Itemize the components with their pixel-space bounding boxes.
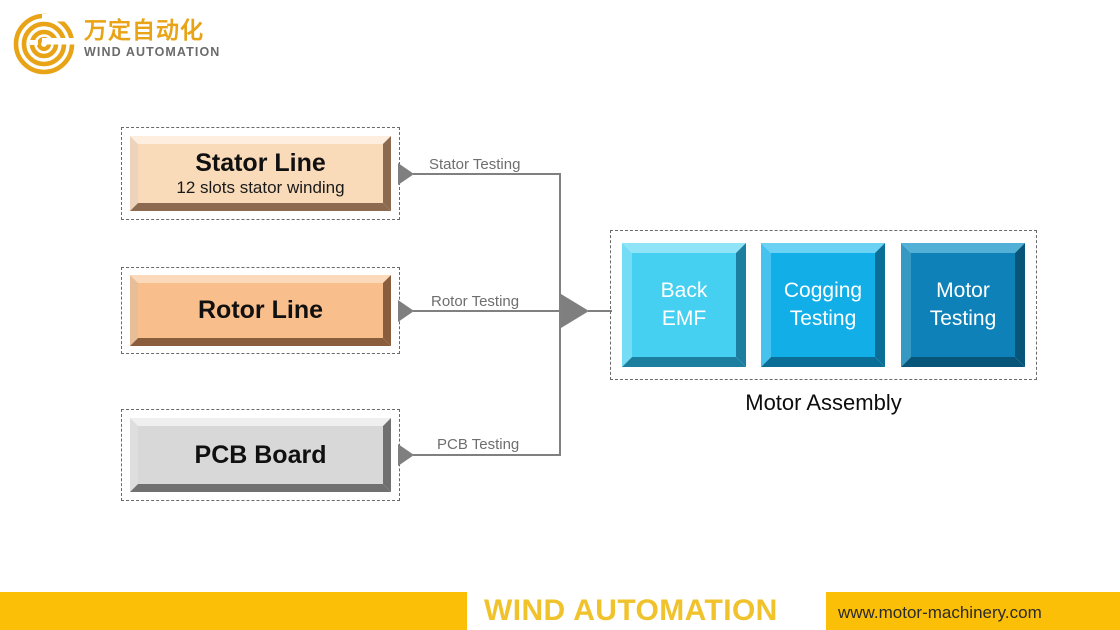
footer-url[interactable]: www.motor-machinery.com (838, 603, 1042, 622)
box-back-emf-line2: EMF (661, 307, 707, 330)
box-cogging-testing[interactable]: Cogging Testing (761, 243, 885, 367)
box-cogging-testing-line2: Testing (789, 307, 857, 330)
bus-stator-down (559, 173, 561, 311)
box-motor-testing-line1: Motor (936, 279, 990, 303)
bus-pcb-up (559, 310, 561, 456)
label-pcb-testing: PCB Testing (434, 436, 523, 453)
concentric-circles-spiral-icon (12, 12, 76, 76)
box-stator-line-subtitle: 12 slots stator winding (176, 177, 345, 197)
motor-assembly-caption: Motor Assembly (745, 390, 902, 415)
brand-name-cn: 万定自动化 (84, 17, 204, 43)
brand-logo: 万定自动化 WIND AUTOMATION (12, 12, 252, 76)
box-rotor-line[interactable]: Rotor Line (130, 275, 391, 346)
brand-logo-text: 万定自动化 WIND AUTOMATION (84, 16, 220, 60)
group-motor-assembly (610, 230, 1037, 380)
arrowhead-pcb (398, 444, 414, 466)
footer-bar-right (826, 592, 1120, 630)
box-motor-testing-line2: Testing (929, 307, 997, 330)
box-stator-line-title: Stator Line (195, 148, 326, 177)
box-motor-testing[interactable]: Motor Testing (901, 243, 1025, 367)
connector-pcb (413, 454, 561, 456)
box-rotor-line-title: Rotor Line (198, 296, 323, 324)
label-stator-testing: Stator Testing (426, 156, 524, 173)
box-back-emf[interactable]: Back EMF (622, 243, 746, 367)
brand-name-en: WIND AUTOMATION (84, 45, 221, 59)
box-stator-line[interactable]: Stator Line 12 slots stator winding (130, 136, 391, 211)
box-cogging-testing-line1: Cogging (783, 279, 863, 303)
arrowhead-stator (398, 163, 414, 185)
connector-rotor (413, 310, 561, 312)
box-pcb-board[interactable]: PCB Board (130, 418, 391, 492)
footer-bar-left (0, 592, 467, 630)
arrowhead-merge-to-assembly (561, 294, 589, 328)
connector-merge-to-assembly (588, 310, 612, 312)
connector-stator (413, 173, 561, 175)
label-rotor-testing: Rotor Testing (428, 293, 523, 310)
arrowhead-rotor (398, 300, 414, 322)
box-back-emf-line1: Back (660, 279, 708, 303)
footer-brand: WIND AUTOMATION (484, 594, 778, 627)
box-pcb-board-title: PCB Board (194, 440, 327, 469)
